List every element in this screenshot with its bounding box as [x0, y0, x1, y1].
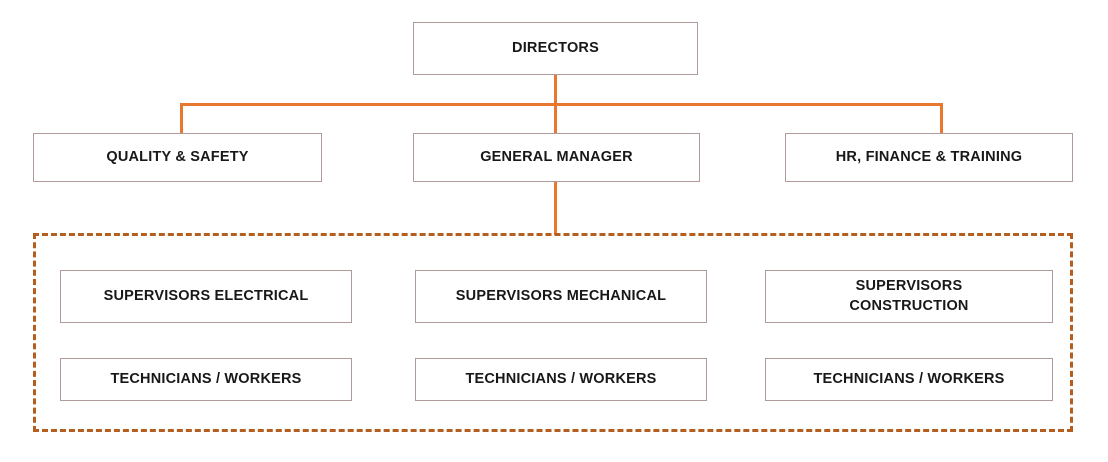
node-technicians-workers-mechanical[interactable]: TECHNICIANS / WORKERS	[415, 358, 707, 401]
node-general-manager[interactable]: GENERAL MANAGER	[413, 133, 700, 182]
node-quality-safety[interactable]: QUALITY & SAFETY	[33, 133, 322, 182]
node-technicians-workers-construction[interactable]: TECHNICIANS / WORKERS	[765, 358, 1053, 401]
node-supervisors-electrical[interactable]: SUPERVISORS ELECTRICAL	[60, 270, 352, 323]
connector-horizontal-bus	[180, 103, 943, 106]
connector-drop-general-manager	[554, 103, 557, 136]
connector-directors-stem	[554, 75, 557, 106]
node-supervisors-electrical-label: SUPERVISORS ELECTRICAL	[103, 287, 309, 304]
connector-general-manager-to-operations	[554, 182, 557, 235]
node-technicians-workers-mechanical-label: TECHNICIANS / WORKERS	[465, 370, 657, 387]
node-hr-finance-training-label: HR, FINANCE & TRAINING	[835, 148, 1023, 165]
node-supervisors-construction[interactable]: SUPERVISORS CONSTRUCTION	[765, 270, 1053, 323]
node-technicians-workers-electrical-label: TECHNICIANS / WORKERS	[110, 370, 302, 387]
operations-group-boundary	[33, 233, 1073, 432]
node-general-manager-label: GENERAL MANAGER	[480, 148, 633, 165]
node-supervisors-mechanical-label: SUPERVISORS MECHANICAL	[455, 287, 667, 304]
node-directors[interactable]: DIRECTORS	[413, 22, 698, 75]
node-hr-finance-training[interactable]: HR, FINANCE & TRAINING	[785, 133, 1073, 182]
node-supervisors-construction-label: SUPERVISORS CONSTRUCTION	[849, 278, 969, 314]
connector-drop-hr-finance-training	[940, 103, 943, 136]
node-technicians-workers-construction-label: TECHNICIANS / WORKERS	[813, 370, 1005, 387]
node-quality-safety-label: QUALITY & SAFETY	[106, 148, 249, 165]
node-directors-label: DIRECTORS	[512, 39, 599, 56]
connector-drop-quality-safety	[180, 103, 183, 136]
node-supervisors-mechanical[interactable]: SUPERVISORS MECHANICAL	[415, 270, 707, 323]
node-technicians-workers-electrical[interactable]: TECHNICIANS / WORKERS	[60, 358, 352, 401]
